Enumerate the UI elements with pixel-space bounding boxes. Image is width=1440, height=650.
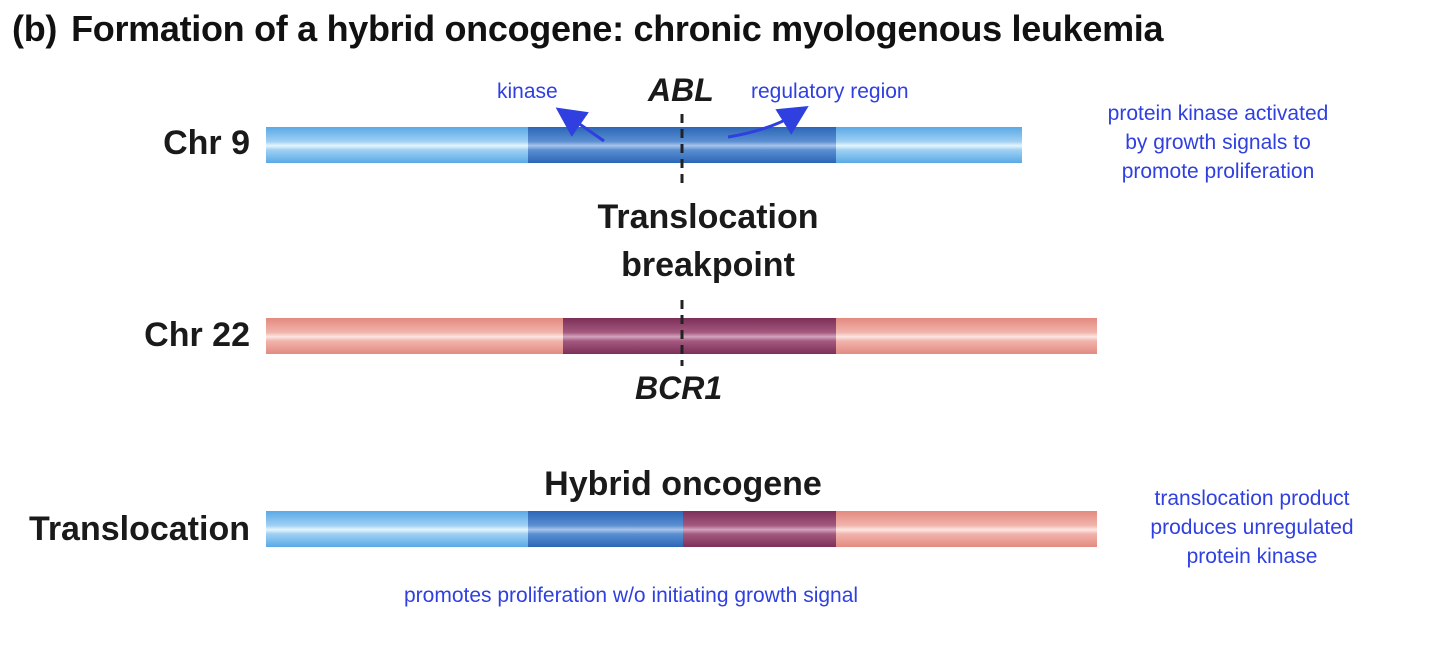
- hybrid-oncogene-heading: Hybrid oncogene: [544, 465, 822, 503]
- regulatory-arrow: [727, 106, 809, 139]
- chr9-function-note: protein kinase activated by growth signa…: [1078, 99, 1358, 186]
- row-label-chr9: Chr 9: [163, 124, 250, 162]
- abl-gene-label: ABL: [648, 72, 714, 108]
- translocation-note-line1: translocation product: [1154, 487, 1350, 510]
- translocation-chr9-segment: [266, 511, 528, 547]
- translocation-function-note: translocation product produces unregulat…: [1112, 484, 1392, 571]
- breakpoint-heading: Translocation breakpoint: [548, 193, 868, 289]
- chr9-note-line3: promote proliferation: [1121, 160, 1315, 183]
- bcr1-gene-label: BCR1: [635, 370, 723, 406]
- promotes-proliferation-note: promotes proliferation w/o initiating gr…: [404, 584, 859, 607]
- translocation-bcr1-segment: [683, 511, 836, 547]
- figure-title-text: Formation of a hybrid oncogene: chronic …: [71, 8, 1164, 49]
- row-label-translocation: Translocation: [28, 510, 250, 548]
- translocation-chr22-segment: [836, 511, 1097, 547]
- translocation-note-line2: produces unregulated: [1150, 516, 1354, 539]
- translocation-abl-segment: [528, 511, 683, 547]
- chr9-note-line1: protein kinase activated: [1107, 102, 1329, 125]
- figure-title: (b) Formation of a hybrid oncogene: chron…: [12, 8, 1164, 50]
- translocation-note-line3: protein kinase: [1186, 545, 1318, 568]
- breakpoint-heading-line2: breakpoint: [621, 246, 795, 284]
- chr9-note-line2: by growth signals to: [1125, 131, 1311, 154]
- chr22-right-segment: [836, 318, 1097, 354]
- bcr1-gene-segment: [563, 318, 836, 354]
- chr22-left-segment: [266, 318, 563, 354]
- chr9-right-segment: [836, 127, 1022, 163]
- kinase-arrow: [555, 107, 605, 143]
- chr9-left-segment: [266, 127, 528, 163]
- breakpoint-heading-line1: Translocation: [597, 198, 819, 236]
- figure-part-label: (b): [12, 8, 58, 49]
- row-label-chr22: Chr 22: [144, 316, 250, 354]
- kinase-label: kinase: [497, 80, 558, 103]
- regulatory-region-label: regulatory region: [751, 80, 909, 103]
